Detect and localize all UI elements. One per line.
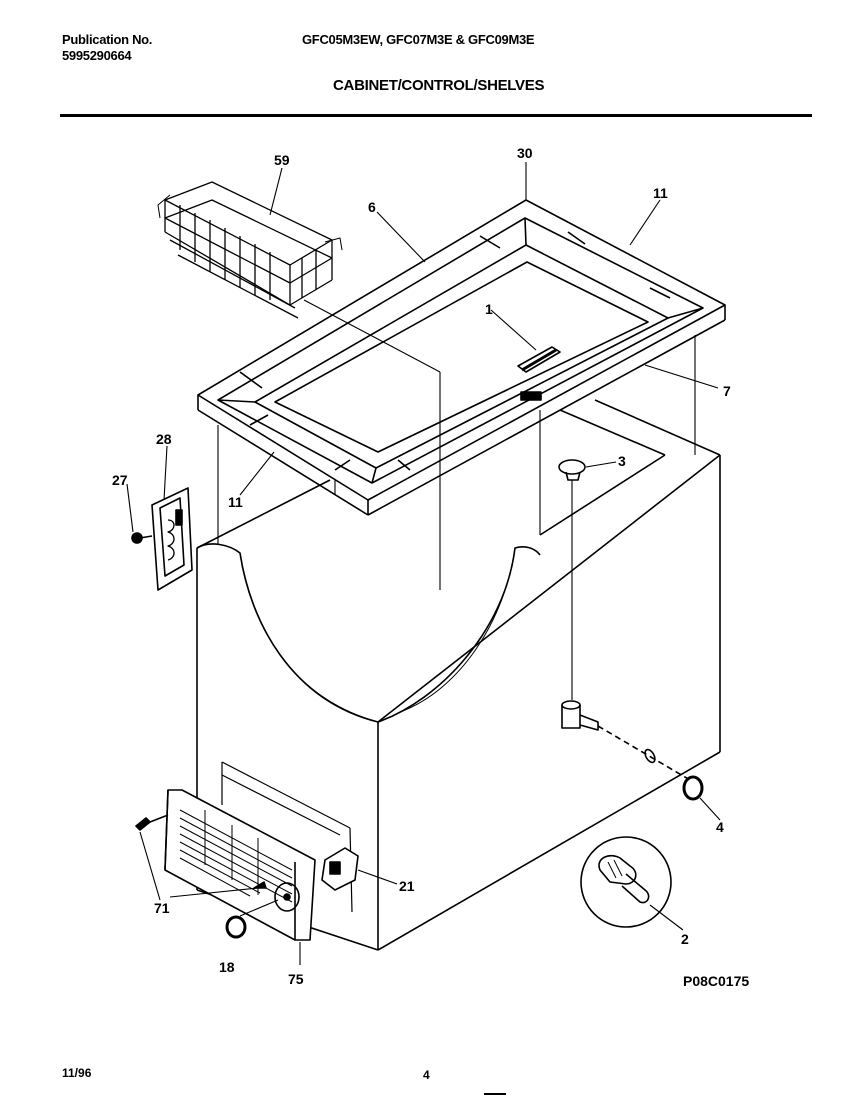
callout-30: 30 (517, 145, 533, 161)
cabinet-body (196, 390, 721, 951)
callout-11-left: 11 (228, 494, 243, 510)
part-18-cap (225, 915, 247, 939)
callout-11-top: 11 (653, 185, 668, 201)
part-4-drain-cap (682, 775, 704, 801)
callout-3: 3 (618, 453, 626, 469)
part-28-hinge (151, 487, 193, 591)
callout-59: 59 (274, 152, 290, 168)
callout-71: 71 (154, 900, 170, 916)
header-rule (60, 114, 812, 117)
footer-date: 11/96 (62, 1066, 92, 1080)
publication-number: 5995290664 (62, 48, 132, 63)
part-59-basket (157, 181, 343, 319)
model-numbers: GFC05M3EW, GFC07M3E & GFC09M3E (302, 32, 535, 47)
publication-label: Publication No. (62, 32, 153, 47)
page-number: 4 (423, 1068, 430, 1082)
part-71-screws (135, 814, 267, 889)
part-27-screw (131, 532, 153, 544)
callout-75: 75 (288, 971, 304, 987)
callout-1: 1 (485, 301, 493, 317)
leader-lines (126, 162, 721, 965)
page-title: CABINET/CONTROL/SHELVES (333, 77, 545, 94)
callout-18: 18 (219, 959, 235, 975)
part-21-control-box (321, 847, 359, 891)
callout-2: 2 (681, 931, 689, 947)
part-2-detail (580, 836, 672, 928)
callout-labels: 59 30 6 11 1 7 28 27 11 3 4 21 71 18 75 … (112, 145, 731, 987)
drain-tube-assembly (561, 700, 691, 781)
page-mark (484, 1093, 506, 1095)
part-75-grille (164, 789, 316, 941)
callout-27: 27 (112, 472, 128, 488)
callout-28: 28 (156, 431, 172, 447)
lid-frame (197, 199, 726, 516)
callout-4: 4 (716, 819, 724, 835)
callout-21: 21 (399, 878, 415, 894)
callout-6: 6 (368, 199, 376, 215)
part-3-drain-plug (558, 459, 586, 481)
drawing-code: P08C0175 (683, 973, 750, 989)
callout-7: 7 (723, 383, 731, 399)
part-1-control (517, 346, 561, 401)
